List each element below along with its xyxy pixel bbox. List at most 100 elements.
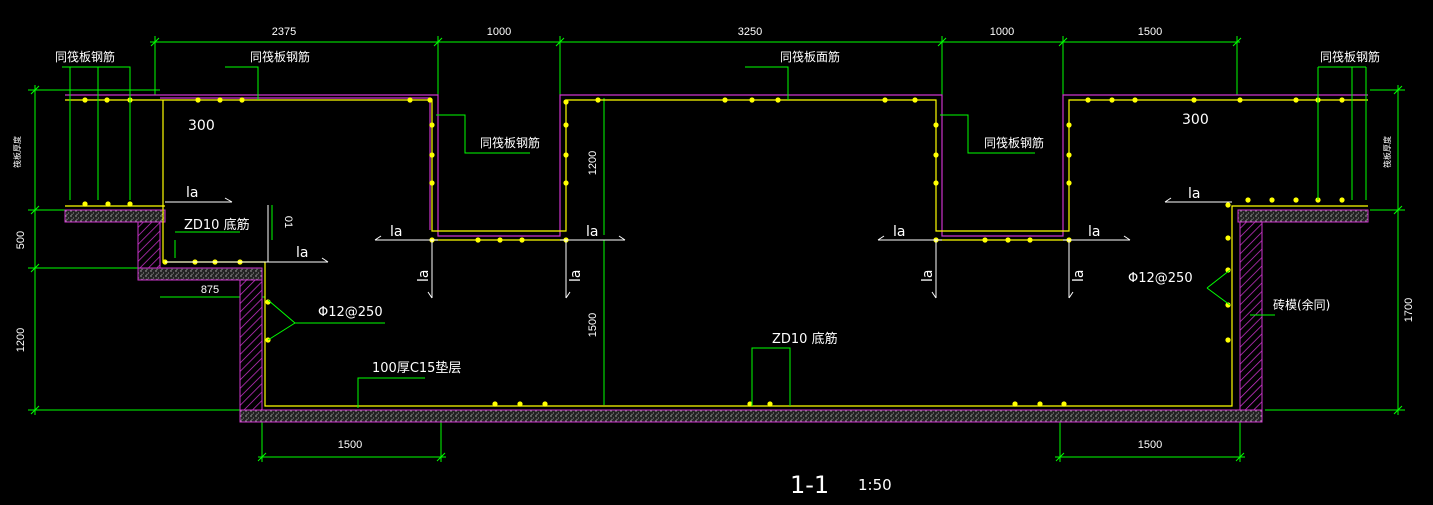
label-stirrup-left: Φ12@250 [318,305,383,320]
la-6: la [1088,224,1100,240]
rebar-dots [82,97,1345,407]
rebar-dot [1245,197,1251,203]
la-4: la [586,224,598,240]
rebar-dot [563,99,569,105]
brick-mold-left-lower [239,279,263,411]
dim-pit-depth: 1200 [587,151,599,175]
dim-bottom-right: 1500 [1138,439,1162,451]
bottom-dimension-chain [257,420,1245,462]
rebar-dot [1293,197,1299,203]
rebar-dot [563,122,569,128]
label-slab-rebar-3: 同筏板钢筋 [1320,49,1380,64]
dim-bottom-left: 1500 [338,439,362,451]
rebar-dot [882,97,888,103]
rebar-dot [1037,401,1043,407]
label-slab-rebar-5: 同筏板钢筋 [984,135,1044,150]
rebar-dot [239,97,245,103]
rebar-dot [1225,337,1231,343]
dim-step-height: 01 [282,216,294,228]
left-dimension-chain [28,85,240,415]
top-dimension-chain [150,36,1242,95]
la-v1: la [416,270,432,282]
rebar-dot [1132,97,1138,103]
rebar-dot [1061,401,1067,407]
rebar-dot [127,201,133,207]
rebar-dot [1339,97,1345,103]
rebar-dot [517,401,523,407]
dim-left-500: 500 [15,231,27,249]
rebar-dot [563,180,569,186]
label-offset-left: 300 [188,118,215,134]
label-zd10-left: ZD10 底筋 [184,217,250,233]
label-slab-rebar-1: 同筏板钢筋 [55,49,115,64]
label-zd10-center: ZD10 底筋 [772,331,838,347]
dim-right-1700: 1700 [1403,298,1415,322]
dim-left-1200: 1200 [15,328,27,352]
rebar-dot [1225,202,1231,208]
rebar-dot [195,97,201,103]
rebar-dot [429,180,435,186]
la-v3: la [920,270,936,282]
section-scale: 1:50 [858,476,892,494]
rebar-dot [1225,267,1231,273]
rebar-dot [1269,197,1275,203]
rebar-dot [429,152,435,158]
rebar-dot [427,97,433,103]
la-1: la [186,185,198,201]
dim-top-4: 1000 [990,26,1014,38]
rebar-dot [563,152,569,158]
label-offset-right: 300 [1182,112,1209,128]
rebar-dot [82,201,88,207]
rebar-dot [1085,97,1091,103]
label-stirrup-right: Φ12@250 [1128,271,1193,286]
rebar-dot [722,97,728,103]
rebar-dot [982,237,988,243]
right-dimension-chain [1265,85,1405,415]
rebar-dot [497,237,503,243]
rebar-dot [1005,237,1011,243]
dim-top-5: 1500 [1138,26,1162,38]
rebar-dot [217,97,223,103]
rebar-dot [595,97,601,103]
slab-thickness-right-label: 筏板厚度 [1382,136,1392,168]
dim-top-2: 1000 [487,26,511,38]
rebar-dot [1012,401,1018,407]
rebar-dot [1066,180,1072,186]
rebar-dot [1109,97,1115,103]
la-v2: la [568,270,584,282]
rebar-dot [1027,237,1033,243]
rebar-dot [1339,197,1345,203]
cushion-right-top [1237,209,1369,223]
cushion-left-top [64,209,166,223]
rebar-dot [429,122,435,128]
rebar-dot [912,97,918,103]
label-slab-rebar-4: 同筏板钢筋 [480,135,540,150]
label-slab-top-rebar: 同筏板面筋 [780,49,840,64]
rebar-dot [1293,97,1299,103]
la-arrows [165,197,1232,299]
la-3: la [390,224,402,240]
rebar-dot [747,401,753,407]
rebar-dot [1225,235,1231,241]
label-slab-rebar-2: 同筏板钢筋 [250,49,310,64]
concrete-outline [65,94,1368,237]
rebar-dot [519,237,525,243]
rebar-dot [407,97,413,103]
leader-lines [62,66,1367,408]
rebar-dot [104,97,110,103]
cushion-left-step [137,267,263,281]
rebar-dot [749,97,755,103]
brick-mold-left-upper [137,221,161,269]
dim-center-depth: 1500 [587,313,599,337]
label-cushion: 100厚C15垫层 [372,360,461,376]
label-brick-mold: 砖模(余同) [1273,297,1330,312]
section-title: 1-1 [790,471,829,499]
slab-thickness-left-label: 筏板厚度 [12,136,22,168]
rebar-dot [475,237,481,243]
dim-top-1: 2375 [272,26,296,38]
dim-top-3: 3250 [738,26,762,38]
rebar-dot [1191,97,1197,103]
dim-step-width: 875 [201,284,219,296]
brick-mold-right [1239,221,1263,411]
